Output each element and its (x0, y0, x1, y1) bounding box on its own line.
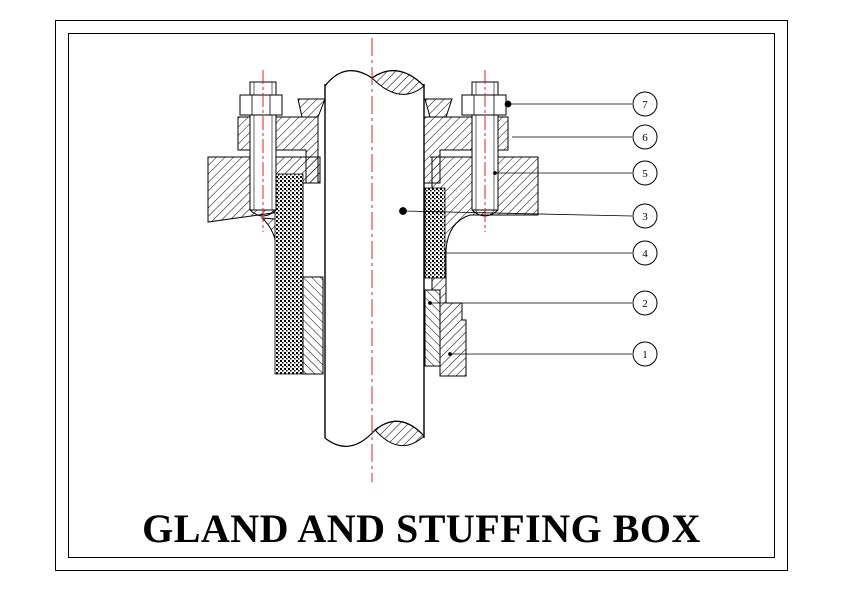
gland-lip-right (424, 98, 453, 118)
callout-5-label: 5 (642, 168, 648, 180)
shaft-top-section (371, 70, 425, 95)
callout-4-label: 4 (642, 248, 648, 260)
nut-left (239, 94, 283, 116)
callout-1-label: 1 (642, 349, 648, 361)
neck-bush-right (424, 289, 441, 367)
shaft (325, 80, 424, 442)
callout-7-label: 7 (642, 99, 648, 111)
callout-7: 7 (632, 91, 658, 117)
callout-2-label: 2 (642, 298, 648, 310)
neck-bush-left (302, 276, 324, 375)
callout-6: 6 (632, 124, 658, 150)
packing-left (274, 173, 304, 375)
leader-lines (399, 100, 633, 356)
callout-2: 2 (632, 290, 658, 316)
nut-right (461, 94, 507, 116)
callout-5: 5 (632, 160, 658, 186)
outer-border (55, 20, 788, 571)
packing-right (424, 187, 446, 279)
drawing-title: GLAND AND STUFFING BOX (142, 506, 701, 551)
shaft-bottom-section (374, 420, 425, 446)
callout-3-label: 3 (642, 211, 648, 223)
gland-lip-left (297, 98, 326, 118)
callout-1: 1 (632, 341, 658, 367)
callout-6-label: 6 (642, 132, 648, 144)
callout-4: 4 (632, 240, 658, 266)
callout-3: 3 (632, 203, 658, 229)
drawing-frame (68, 33, 775, 558)
